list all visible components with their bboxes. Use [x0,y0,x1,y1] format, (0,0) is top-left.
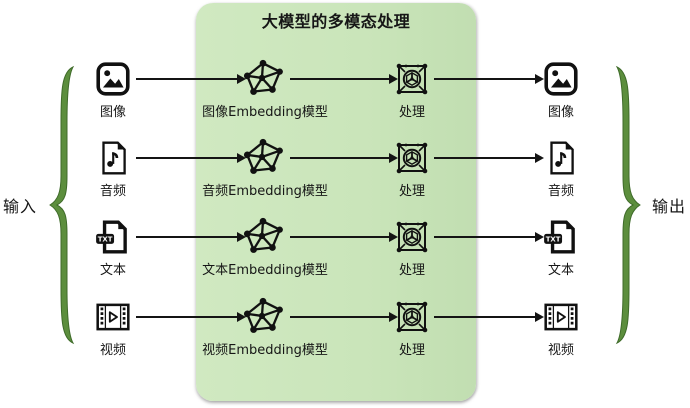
process-label: 处理 [398,105,425,120]
target-modality-label: 视频 [547,343,574,358]
arrow-right-icon [434,312,544,322]
network-graph-icon [241,215,285,259]
network-graph-icon [241,295,285,339]
output-brace [615,65,641,345]
cube-core-icon [394,61,430,97]
model-panel [196,3,476,401]
input-label: 输入 [3,197,38,216]
text-file-icon [542,218,580,256]
source-modality-label: 文本 [99,263,126,278]
target-modality-label: 文本 [547,263,574,278]
text-file-icon [94,218,132,256]
embedding-model-label: 视频Embedding模型 [202,343,328,358]
arrow-right-icon [136,74,246,84]
embedding-model-label: 图像Embedding模型 [202,105,328,120]
video-film-icon [94,298,132,336]
diagram-title: 大模型的多模态处理 [261,12,411,31]
arrow-right-icon [136,232,246,242]
process-label: 处理 [398,343,425,358]
source-modality-label: 图像 [99,105,126,120]
arrow-right-icon [290,153,398,163]
arrow-right-icon [434,232,544,242]
audio-file-icon [94,139,132,177]
input-brace [49,65,75,345]
cube-core-icon [394,140,430,176]
modality-row: 视频 视频Embedding模型 处理 视频 [0,277,690,358]
process-label: 处理 [398,184,425,199]
arrow-right-icon [434,74,544,84]
arrow-right-icon [136,312,246,322]
source-modality-label: 音频 [99,184,126,199]
target-modality-label: 图像 [547,105,574,120]
image-icon [542,60,580,98]
cube-core-icon [394,299,430,335]
image-icon [94,60,132,98]
video-film-icon [542,298,580,336]
arrow-right-icon [434,153,544,163]
audio-file-icon [542,139,580,177]
modality-row: 文本 文本Embedding模型 处理 文本 [0,197,690,278]
arrow-right-icon [290,74,398,84]
network-graph-icon [241,57,285,101]
target-modality-label: 音频 [547,184,574,199]
output-label: 输出 [652,197,687,216]
process-label: 处理 [398,263,425,278]
modality-row: 图像 图像Embedding模型 处理 图像 [0,39,690,120]
source-modality-label: 视频 [99,343,126,358]
cube-core-icon [394,219,430,255]
arrow-right-icon [290,232,398,242]
embedding-model-label: 音频Embedding模型 [202,184,328,199]
modality-row: 音频 音频Embedding模型 处理 音频 [0,118,690,199]
embedding-model-label: 文本Embedding模型 [202,263,328,278]
arrow-right-icon [290,312,398,322]
arrow-right-icon [136,153,246,163]
network-graph-icon [241,136,285,180]
